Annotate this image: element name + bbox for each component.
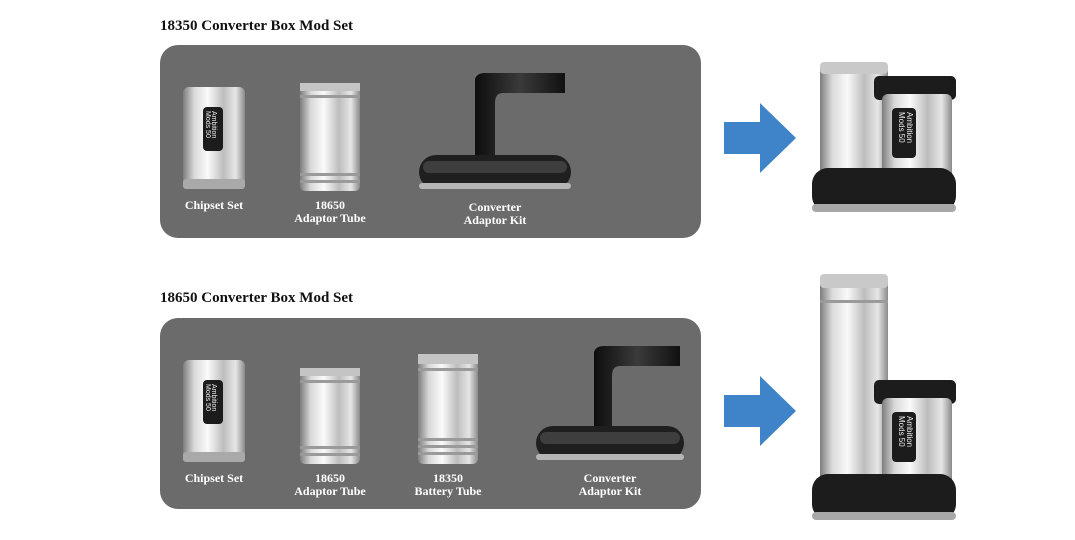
svg-text:Ambition: Ambition (210, 384, 217, 411)
assembled-mod-18650: Ambition Mods 50 (812, 274, 956, 520)
chipset-image-2: Ambition Mods 50 (183, 360, 245, 462)
item-chipset-set-2: Ambition Mods 50 Chipset Set (174, 356, 254, 485)
svg-text:Ambition: Ambition (905, 112, 914, 143)
item-18650-adaptor-tube-2: 18650 Adaptor Tube (290, 366, 370, 498)
caption-converter-adaptor-kit-2: Converter Adaptor Kit (578, 471, 642, 498)
svg-text:Ambition: Ambition (905, 416, 914, 447)
caption-18350-battery-tube: 18350 Battery Tube (414, 471, 482, 498)
item-chipset-set: Ambition Mods 50 Chipset Set (174, 83, 254, 212)
converter-kit-image (419, 73, 571, 189)
caption-converter-adaptor-kit: Converter Adaptor Kit (463, 200, 527, 227)
section-title-18650: 18650 Converter Box Mod Set (160, 290, 354, 306)
components-panel-18650: Ambition Mods 50 Chipset Set 18650 Adapt… (160, 318, 701, 509)
item-converter-adaptor-kit: Converter Adaptor Kit (410, 71, 580, 227)
svg-text:Mods 50: Mods 50 (204, 111, 211, 138)
svg-text:Mods 50: Mods 50 (897, 416, 906, 447)
chipset-image: Ambition Mods 50 (183, 87, 245, 189)
battery-tube-image (418, 354, 478, 464)
item-converter-adaptor-kit-2: Converter Adaptor Kit (530, 344, 690, 498)
components-panel-18350: Ambition Mods 50 Chipset Set 18650 Adapt… (160, 45, 701, 238)
adaptor-tube-image (300, 83, 360, 191)
adaptor-tube-image-2 (300, 368, 360, 464)
converter-kit-image-2 (536, 346, 684, 460)
caption-18650-adaptor-tube-2: 18650 Adaptor Tube (294, 471, 366, 498)
caption-chipset-set-2: Chipset Set (184, 471, 244, 485)
item-18650-adaptor-tube: 18650 Adaptor Tube (290, 81, 370, 225)
item-18350-battery-tube: 18350 Battery Tube (408, 352, 488, 498)
assembled-mod-18350: Ambition Mods 50 (812, 62, 956, 212)
svg-text:Mods 50: Mods 50 (204, 384, 211, 411)
section-title-18350: 18350 Converter Box Mod Set (160, 18, 354, 34)
caption-chipset-set: Chipset Set (184, 198, 244, 212)
arrow-right-icon (724, 103, 796, 173)
caption-18650-adaptor-tube: 18650 Adaptor Tube (294, 198, 366, 225)
svg-text:Ambition: Ambition (210, 111, 217, 138)
svg-text:Mods 50: Mods 50 (897, 112, 906, 143)
arrow-right-icon-2 (724, 376, 796, 446)
